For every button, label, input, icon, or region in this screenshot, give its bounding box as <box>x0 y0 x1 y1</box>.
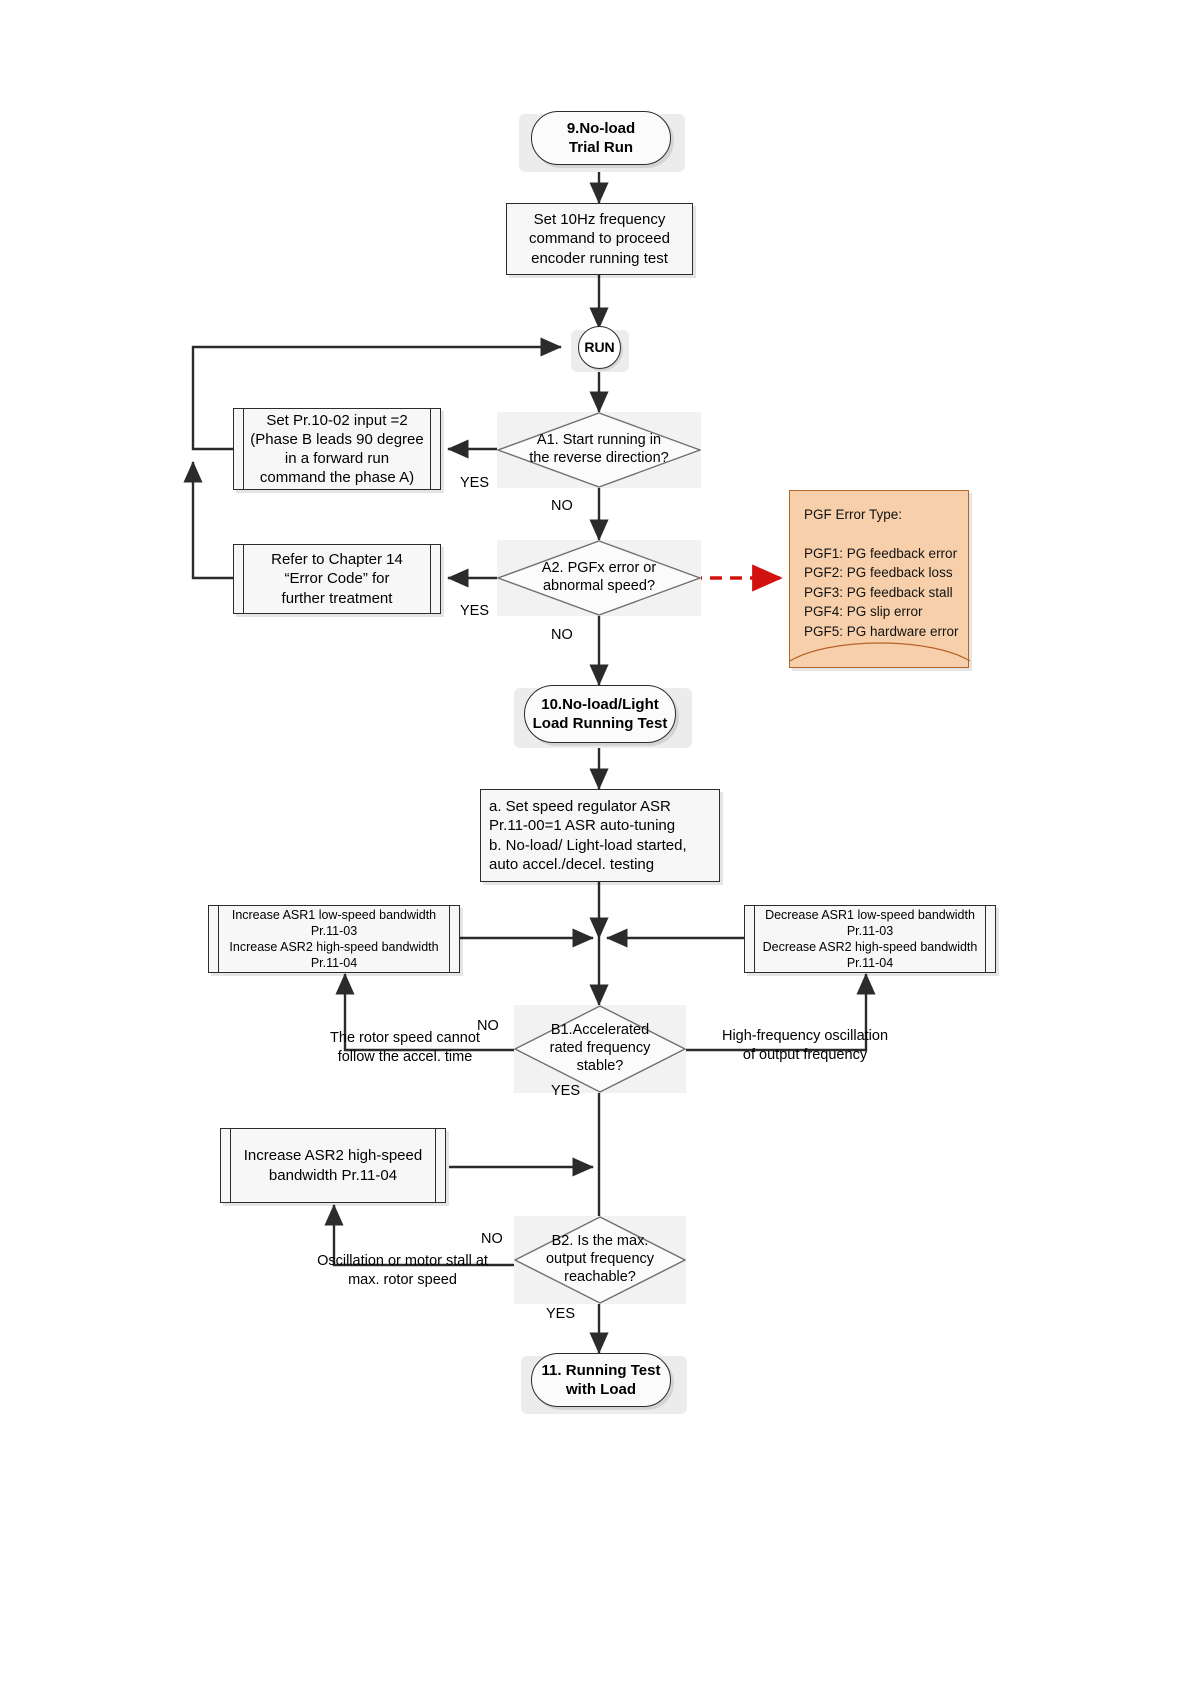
diamond-shape-a2 <box>497 540 701 616</box>
node-end-running-test-with-load[interactable]: 11. Running Test with Load <box>531 1353 671 1407</box>
node-increase-asr-bandwidth[interactable]: Increase ASR1 low-speed bandwidth Pr.11-… <box>208 905 460 973</box>
node-asr-setup-label: a. Set speed regulator ASR Pr.11-00=1 AS… <box>489 798 687 873</box>
edge-label-b1-right-note: High-frequency oscillation of output fre… <box>721 1028 889 1063</box>
node-start-no-load-trial-run[interactable]: 9.No-load Trial Run <box>531 111 671 165</box>
node-increase-asr-bandwidth-label: Increase ASR1 low-speed bandwidth Pr.11-… <box>229 908 439 970</box>
node-decision-a1[interactable]: A1. Start running in the reverse directi… <box>497 412 701 488</box>
node-decrease-asr-bandwidth[interactable]: Decrease ASR1 low-speed bandwidth Pr.11-… <box>744 905 996 973</box>
note-pgf-error-type-text: PGF Error Type: PGF1: PG feedback error … <box>804 507 959 639</box>
edge-label-b1-left-note: The rotor speed cannot follow the accel.… <box>330 1030 480 1065</box>
node-decision-b1[interactable]: B1.Accelerated rated frequency stable? <box>514 1005 686 1093</box>
node-set-frequency[interactable]: Set 10Hz frequency command to proceed en… <box>506 203 693 275</box>
node-stage-10-label: 10.No-load/Light Load Running Test <box>532 695 668 732</box>
node-decision-b2[interactable]: B2. Is the max. output frequency reachab… <box>514 1216 686 1304</box>
node-decision-a2-label: A2. PGFx error or abnormal speed? <box>541 560 657 594</box>
edge-label-a1-no: NO <box>551 498 573 514</box>
node-run-label: RUN <box>584 338 615 355</box>
note-pgf-error-type: PGF Error Type: PGF1: PG feedback error … <box>789 490 970 668</box>
node-start-label: 9.No-load Trial Run <box>566 119 636 156</box>
node-decision-a1-label: A1. Start running in the reverse directi… <box>529 432 669 466</box>
node-set-frequency-label: Set 10Hz frequency command to proceed en… <box>529 211 670 267</box>
node-run-connector[interactable]: RUN <box>578 326 621 369</box>
note-wave-decoration <box>790 642 970 662</box>
edge-label-b2-yes: YES <box>546 1306 576 1322</box>
node-decision-b1-label: B1.Accelerated rated frequency stable? <box>549 1022 651 1074</box>
edge-label-a2-yes: YES <box>460 603 490 619</box>
node-increase-asr2-bandwidth-label: Increase ASR2 high-speed bandwidth Pr.11… <box>243 1147 423 1184</box>
node-increase-asr2-bandwidth[interactable]: Increase ASR2 high-speed bandwidth Pr.11… <box>220 1128 446 1203</box>
node-decision-b2-label: B2. Is the max. output frequency reachab… <box>545 1233 655 1285</box>
node-asr-setup[interactable]: a. Set speed regulator ASR Pr.11-00=1 AS… <box>480 789 720 882</box>
edge-label-b1-no: NO <box>477 1018 499 1034</box>
node-decision-a2[interactable]: A2. PGFx error or abnormal speed? <box>497 540 701 616</box>
node-refer-chapter-14-label: Refer to Chapter 14 “Error Code” for fur… <box>271 551 403 607</box>
node-refer-chapter-14[interactable]: Refer to Chapter 14 “Error Code” for fur… <box>233 544 441 614</box>
edge-label-a1-yes: YES <box>460 475 490 491</box>
edge-label-a2-no: NO <box>551 627 573 643</box>
node-end-label: 11. Running Test with Load <box>541 1361 661 1398</box>
edge-label-b2-no: NO <box>481 1231 503 1247</box>
diamond-shape-b2 <box>514 1216 686 1304</box>
node-decrease-asr-bandwidth-label: Decrease ASR1 low-speed bandwidth Pr.11-… <box>762 908 978 970</box>
node-set-pr-10-02[interactable]: Set Pr.10-02 input =2 (Phase B leads 90 … <box>233 408 441 490</box>
node-stage-10-light-load-test[interactable]: 10.No-load/Light Load Running Test <box>524 685 676 743</box>
node-set-pr-10-02-label: Set Pr.10-02 input =2 (Phase B leads 90 … <box>250 411 424 487</box>
diamond-shape-a1 <box>497 412 701 488</box>
diamond-shape-b1 <box>514 1005 686 1093</box>
edge-label-b1-yes: YES <box>551 1083 581 1099</box>
edge-label-b2-left-note: Oscillation or motor stall at max. rotor… <box>317 1253 488 1288</box>
